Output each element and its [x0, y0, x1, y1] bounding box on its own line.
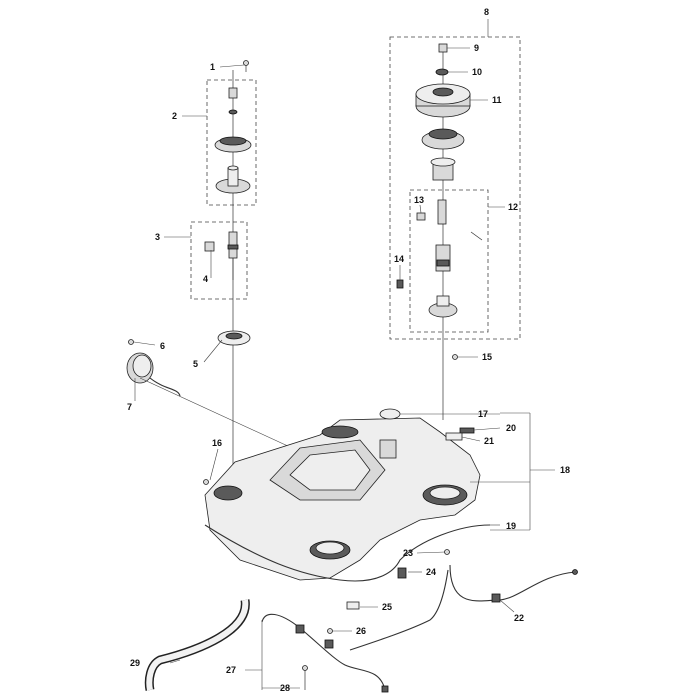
part-11-knob: [415, 83, 471, 118]
callout-16: 16: [212, 438, 222, 448]
callout-9: 9: [474, 43, 479, 53]
part-2-assembly: [214, 87, 252, 194]
callout-27: 27: [226, 665, 236, 675]
callout-14: 14: [394, 254, 404, 264]
callout-8: 8: [484, 7, 489, 17]
part-7-sensor: [126, 352, 181, 397]
part-20-tape: [459, 427, 475, 434]
callout-18: 18: [560, 465, 570, 475]
part-26-screw: [327, 628, 333, 634]
callout-17: 17: [478, 409, 488, 419]
callout-25: 25: [382, 602, 392, 612]
group-box-2: [206, 79, 257, 206]
part-24-clip: [397, 567, 407, 579]
part-17-seal: [379, 408, 401, 420]
part-19-wire: [204, 524, 491, 582]
part-23-screw: [444, 549, 450, 555]
callout-13: 13: [414, 195, 424, 205]
callout-10: 10: [472, 67, 482, 77]
callout-2: 2: [172, 111, 177, 121]
part-10-nut: [435, 68, 449, 76]
part-27-harness: [261, 613, 386, 691]
group-box-8: [389, 36, 521, 340]
callout-3: 3: [155, 232, 160, 242]
callout-24: 24: [426, 567, 436, 577]
callout-6: 6: [160, 341, 165, 351]
callout-21: 21: [484, 436, 494, 446]
chassis-body: [204, 417, 481, 581]
group-box-3: [190, 221, 248, 300]
callout-1: 1: [210, 62, 215, 72]
callout-19: 19: [506, 521, 516, 531]
part-14-connector: [396, 279, 404, 289]
callout-20: 20: [506, 423, 516, 433]
callout-29: 29: [130, 658, 140, 668]
part-25-pad: [346, 601, 360, 610]
part-height-adjust-ring: [421, 128, 465, 181]
part-4-nut: [204, 241, 215, 252]
callout-15: 15: [482, 352, 492, 362]
part-3-shaft: [227, 231, 239, 280]
callout-26: 26: [356, 626, 366, 636]
callout-28: 28: [280, 683, 290, 693]
group-box-12: [409, 189, 489, 333]
callout-22: 22: [514, 613, 524, 623]
part-22-cable: [449, 564, 576, 602]
part-5-bushing: [217, 330, 251, 346]
part-12-motor-mount: [428, 199, 483, 318]
part-28-screw: [302, 665, 308, 690]
callout-12: 12: [508, 202, 518, 212]
callout-4: 4: [203, 274, 208, 284]
part-15-screw: [452, 354, 458, 360]
callout-23: 23: [403, 548, 413, 558]
part-16-screw: [203, 479, 209, 485]
part-6-screw: [128, 339, 134, 345]
part-1-screw: [243, 60, 249, 72]
part-13-clip: [416, 212, 426, 221]
callout-5: 5: [193, 359, 198, 369]
part-21-tape: [445, 432, 463, 441]
callout-7: 7: [127, 402, 132, 412]
part-9-screw: [438, 43, 448, 53]
callout-11: 11: [492, 95, 502, 105]
